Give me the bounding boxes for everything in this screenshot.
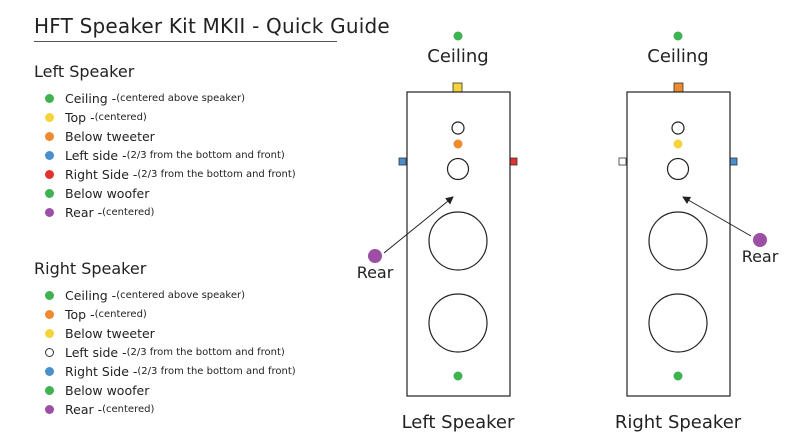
right-below-tweeter-dot: [673, 139, 683, 149]
legend-item-label: Rear -: [65, 205, 103, 220]
legend-item: Top - (centered): [45, 305, 296, 324]
title-underline: [34, 41, 337, 42]
legend-item-note: (2/3 from the bottom and front): [126, 150, 285, 161]
left-speaker-caption: Left Speaker: [402, 412, 515, 433]
legend-item-label: Left side -: [65, 148, 127, 163]
right-ceiling-dot: [673, 31, 683, 41]
color-dot-icon: [45, 291, 54, 300]
legend-item: Below woofer: [45, 184, 296, 203]
legend-item-note: (centered): [102, 207, 155, 218]
right-woofer-upper: [648, 211, 708, 271]
left-rear-label: Rear: [357, 263, 394, 282]
right-top-marker: [673, 82, 684, 93]
left-side-marker: [398, 157, 407, 166]
color-dot-icon: [45, 348, 54, 357]
left-speaker-cabinet: [406, 91, 511, 397]
left-below-woofer-dot: [453, 371, 463, 381]
legend-item: Right Side - (2/3 from the bottom and fr…: [45, 362, 296, 381]
left-woofer-upper: [428, 211, 488, 271]
right-woofer-lower: [648, 293, 708, 353]
color-dot-icon: [45, 132, 54, 141]
legend-item: Left side - (2/3 from the bottom and fro…: [45, 146, 296, 165]
legend-item-note: (centered): [102, 404, 155, 415]
legend-item: Below woofer: [45, 381, 296, 400]
legend-item-note: (centered above speaker): [116, 93, 246, 104]
right-rear-dot: [753, 233, 767, 247]
left-ceiling-label: Ceiling: [427, 46, 488, 67]
left-rear-dot: [368, 249, 382, 263]
legend-item-label: Below tweeter: [65, 129, 155, 144]
color-dot-icon: [45, 386, 54, 395]
legend-item: Left side - (2/3 from the bottom and fro…: [45, 343, 296, 362]
legend-item-label: Right Side -: [65, 167, 138, 182]
legend-item-note: (2/3 from the bottom and front): [137, 169, 296, 180]
left-speaker-legend: Ceiling - (centered above speaker)Top - …: [45, 89, 296, 222]
legend-item-note: (centered): [94, 112, 147, 123]
right-left-side-marker: [618, 157, 627, 166]
left-ceiling-dot: [453, 31, 463, 41]
legend-item: Rear - (centered): [45, 400, 296, 419]
left-speaker-diagram: Ceiling Rear Left Speaker: [357, 31, 518, 433]
legend-item: Ceiling - (centered above speaker): [45, 286, 296, 305]
left-tweeter-small: [451, 121, 465, 135]
legend-item-label: Right Side -: [65, 364, 138, 379]
right-side-marker: [509, 157, 518, 166]
legend-item-note: (2/3 from the bottom and front): [126, 347, 285, 358]
legend-item-label: Top -: [65, 307, 95, 322]
legend-item: Ceiling - (centered above speaker): [45, 89, 296, 108]
right-rear-label: Rear: [742, 247, 779, 266]
color-dot-icon: [45, 151, 54, 160]
right-tweeter: [666, 157, 690, 181]
legend-item-label: Below woofer: [65, 186, 150, 201]
legend-item-label: Rear -: [65, 402, 103, 417]
legend-item: Below tweeter: [45, 127, 296, 146]
color-dot-icon: [45, 94, 54, 103]
left-tweeter: [446, 157, 470, 181]
left-speaker-heading: Left Speaker: [34, 62, 135, 81]
legend-item-note: (2/3 from the bottom and front): [137, 366, 296, 377]
right-speaker-legend: Ceiling - (centered above speaker)Top - …: [45, 286, 296, 419]
color-dot-icon: [45, 310, 54, 319]
color-dot-icon: [45, 367, 54, 376]
left-rear-arrow: [383, 196, 454, 254]
right-tweeter-small: [671, 121, 685, 135]
right-speaker-cabinet: [626, 91, 731, 397]
left-below-tweeter-dot: [453, 139, 463, 149]
legend-item: Rear - (centered): [45, 203, 296, 222]
legend-item-label: Left side -: [65, 345, 127, 360]
right-speaker-diagram: Ceiling Rear Right Speaker: [615, 31, 779, 433]
legend-item-label: Below tweeter: [65, 326, 155, 341]
color-dot-icon: [45, 113, 54, 122]
right-speaker-heading: Right Speaker: [34, 259, 147, 278]
legend-item: Top - (centered): [45, 108, 296, 127]
right-below-woofer-dot: [673, 371, 683, 381]
right-right-side-marker: [729, 157, 738, 166]
legend-item-label: Top -: [65, 110, 95, 125]
left-top-marker: [452, 82, 463, 93]
color-dot-icon: [45, 189, 54, 198]
right-rear-arrow: [682, 196, 752, 237]
legend-item-label: Below woofer: [65, 383, 150, 398]
left-woofer-lower: [428, 293, 488, 353]
right-speaker-caption: Right Speaker: [615, 412, 742, 433]
color-dot-icon: [45, 405, 54, 414]
legend-item-label: Ceiling -: [65, 288, 117, 303]
right-ceiling-label: Ceiling: [647, 46, 708, 67]
color-dot-icon: [45, 170, 54, 179]
color-dot-icon: [45, 208, 54, 217]
legend-item-note: (centered): [94, 309, 147, 320]
legend-item: Below tweeter: [45, 324, 296, 343]
color-dot-icon: [45, 329, 54, 338]
legend-item: Right Side - (2/3 from the bottom and fr…: [45, 165, 296, 184]
legend-item-note: (centered above speaker): [116, 290, 246, 301]
legend-item-label: Ceiling -: [65, 91, 117, 106]
page-title: HFT Speaker Kit MKII - Quick Guide: [34, 14, 390, 38]
